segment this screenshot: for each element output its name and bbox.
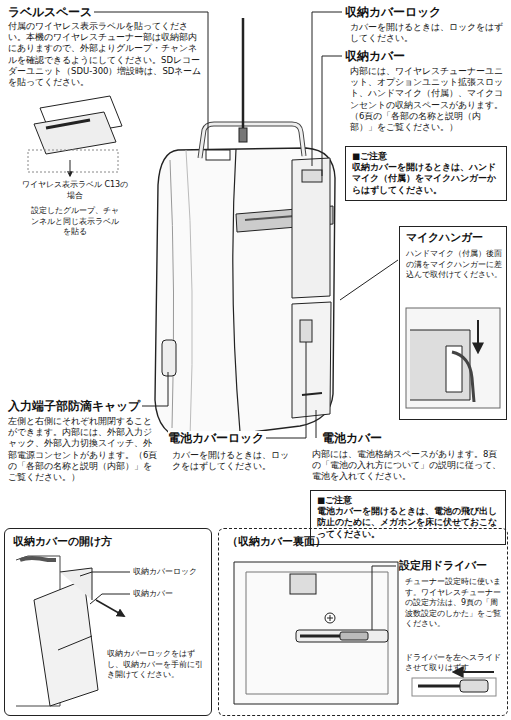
description: カバーを開けるときは、ロックをはずしてください。 — [172, 450, 294, 472]
description: 付属のワイヤレス表示ラベルを貼ってください。本機のワイヤレスチューナー部は収納部… — [8, 21, 204, 88]
box-text: ドライバーを左へスライドさせて取りはずす — [405, 653, 503, 673]
box-heading: ■ご注意 — [317, 495, 499, 506]
box-text: 収納カバー — [133, 589, 211, 599]
box-heading: マイクハンガー — [406, 231, 502, 246]
heading: 収納カバーロック — [345, 5, 443, 20]
panel-box: 収納カバーの開け方収納カバーロック収納カバー収納カバーロックをはずし、収納カバー… — [4, 528, 212, 716]
heading: ラベルスペース — [8, 5, 94, 20]
box-text: ハンドマイク（付属）後面の溝をマイクハンガーに差込んで取付けてください。 — [406, 249, 502, 281]
description: 左側と右側にそれぞれ開閉することができます。内部には、外部入力ジャック、外部入力… — [8, 416, 160, 483]
heading: 電池カバー — [322, 431, 384, 446]
description: 内部には、電池格納スペースがあります。8頁の「電池の入れ方について」の説明に従っ… — [312, 449, 506, 483]
box-text: 収納カバーロックをはずし、収納カバーを手前に引き開けてください。 — [107, 649, 209, 681]
heading: 収納カバー — [345, 49, 407, 64]
box-text: 設定用ドライバー — [399, 559, 505, 573]
caption: ワイヤレス表示ラベル C13の場合 — [20, 180, 130, 201]
note-box: ■ご注意電池カバーを開けるときは、電池の飛び出し防止のために、メガホンを床に伏せ… — [310, 490, 506, 545]
box-text: 収納カバーロック — [133, 567, 211, 577]
box-text: チューナー設定時に使います。ワイヤレスチューナーの設定方法は、9頁の「周波数設定… — [405, 577, 503, 630]
description: 内部には、ワイヤレスチューナーユニット、オプションユニット拡張スロット、ハンドマ… — [350, 66, 506, 133]
note-box: ■ご注意収納カバーを開けるときは、ハンドマイク（付属）をマイクハンガーからはずし… — [345, 146, 507, 201]
callout-box: マイクハンガーハンドマイク（付属）後面の溝をマイクハンガーに差込んで取付けてくだ… — [399, 226, 507, 420]
box-heading: 収納カバーの開け方 — [13, 535, 163, 549]
heading: 電池カバーロック — [168, 431, 266, 446]
description: カバーを開けるときは、ロックをはずしてください。 — [350, 22, 505, 44]
box-text: 収納カバーを開けるときは、ハンドマイク（付属）をマイクハンガーからはずしてくださ… — [352, 162, 500, 196]
heading: 入力端子部防滴キャップ — [8, 399, 142, 414]
box-text: 電池カバーを開けるときは、電池の飛び出し防止のために、メガホンを床に伏せておこな… — [317, 506, 499, 540]
box-heading: ■ご注意 — [352, 151, 500, 162]
panel-box: （収納カバー裏面） 設定用ドライバーチューナー設定時に使います。ワイヤレスチューナ… — [218, 528, 508, 716]
caption: 設定したグループ、チャンネルと同じ表示ラベルを貼る — [30, 206, 120, 238]
box-heading: （収納カバー裏面） — [227, 535, 377, 549]
